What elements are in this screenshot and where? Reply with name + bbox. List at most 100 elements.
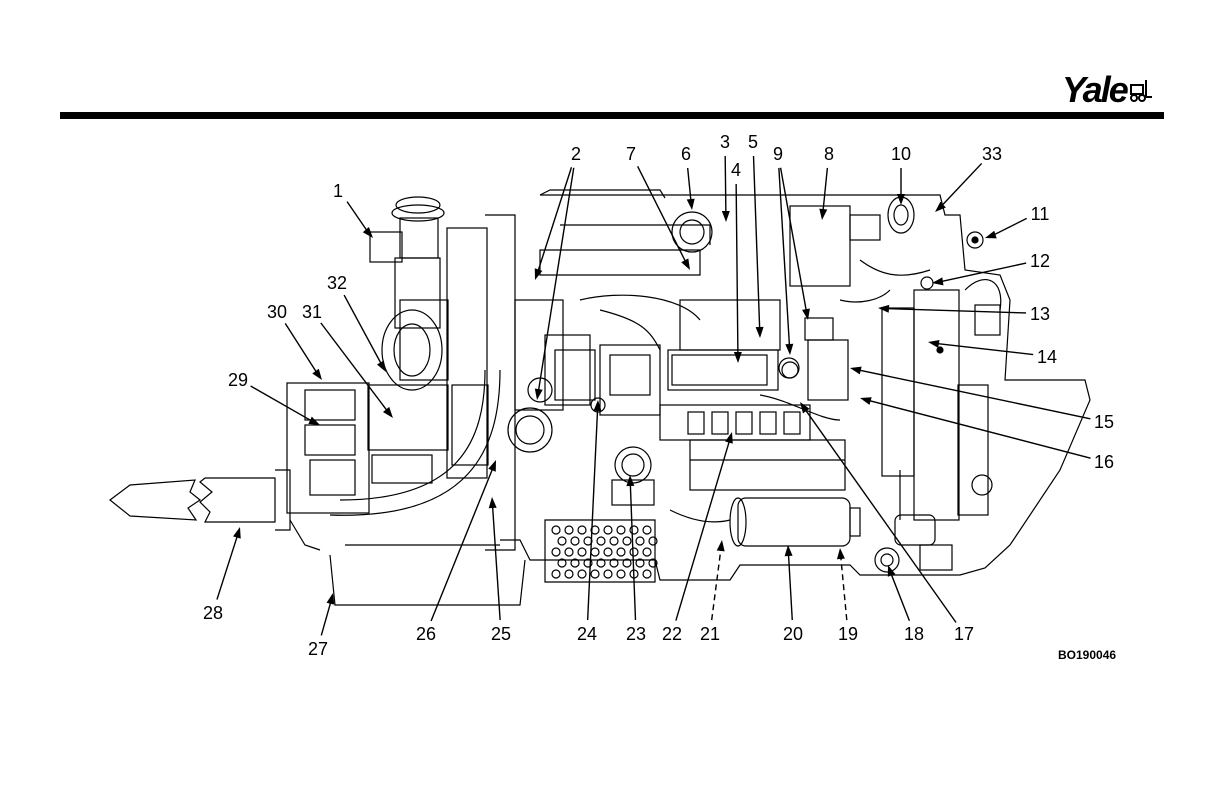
- callout-leader-1: [347, 202, 368, 232]
- callout-leader-2: [538, 168, 573, 392]
- callout-leader-12: [940, 263, 1026, 282]
- callout-arrowhead-32: [377, 360, 386, 372]
- callout-label-25: 25: [491, 624, 511, 644]
- callout-label-5: 5: [748, 132, 758, 152]
- plate-hole: [578, 548, 586, 556]
- callout-label-16: 16: [1094, 452, 1114, 472]
- callout-label-2: 2: [571, 144, 581, 164]
- plate-hole: [565, 570, 573, 578]
- callout-arrowhead-2: [535, 268, 543, 280]
- callout-label-13: 13: [1030, 304, 1050, 324]
- callout-label-23: 23: [626, 624, 646, 644]
- plate-hole: [591, 548, 599, 556]
- plate-hole: [552, 548, 560, 556]
- plate-hole: [552, 570, 560, 578]
- callout-label-10: 10: [891, 144, 911, 164]
- plate-hole: [565, 526, 573, 534]
- callout-label-15: 15: [1094, 412, 1114, 432]
- callout-leader-25: [493, 505, 501, 620]
- callout-arrowhead-12: [932, 277, 943, 285]
- callout-leader-16: [868, 400, 1091, 458]
- callout-label-18: 18: [904, 624, 924, 644]
- callout-leader-33: [941, 163, 982, 206]
- callout-arrowhead-11: [985, 231, 997, 239]
- callout-leader-31: [321, 323, 388, 412]
- callout-leader-32: [344, 295, 382, 365]
- callout-layer: 1276345981033111213141516171819202122232…: [203, 132, 1114, 659]
- callout-label-21: 21: [700, 624, 720, 644]
- callout-arrowhead-15: [850, 367, 862, 375]
- engine-drawing: [110, 190, 1090, 605]
- plate-hole: [591, 570, 599, 578]
- plate-hole: [565, 548, 573, 556]
- callout-leader-15: [858, 370, 1091, 419]
- callout-arrowhead-8: [819, 209, 827, 220]
- callout-label-28: 28: [203, 603, 223, 623]
- callout-label-26: 26: [416, 624, 436, 644]
- callout-arrowhead-4: [734, 352, 742, 363]
- callout-label-31: 31: [302, 302, 322, 322]
- plate-hole: [630, 526, 638, 534]
- perforated-plate: [545, 520, 657, 582]
- callout-arrowhead-5: [756, 327, 764, 338]
- callout-arrowhead-9: [785, 344, 793, 355]
- figure-id: BO190046: [1058, 648, 1116, 662]
- callout-label-7: 7: [626, 144, 636, 164]
- callout-arrowhead-31: [383, 407, 393, 418]
- plate-hole: [571, 537, 579, 545]
- plate-hole: [610, 537, 618, 545]
- callout-label-27: 27: [308, 639, 328, 659]
- callout-leader-27: [321, 601, 331, 636]
- plate-hole: [643, 570, 651, 578]
- callout-label-33: 33: [982, 144, 1002, 164]
- callout-arrowhead-10: [897, 194, 905, 205]
- callout-label-30: 30: [267, 302, 287, 322]
- callout-leader-9: [781, 168, 807, 312]
- callout-label-32: 32: [327, 273, 347, 293]
- callout-label-9: 9: [773, 144, 783, 164]
- callout-arrowhead-13: [878, 305, 889, 313]
- plate-hole: [630, 548, 638, 556]
- callout-leader-22: [676, 440, 730, 621]
- callout-arrowhead-6: [687, 199, 695, 210]
- callout-label-6: 6: [681, 144, 691, 164]
- callout-leader-17: [805, 409, 957, 623]
- callout-arrowhead-20: [785, 545, 793, 556]
- plate-hole: [578, 570, 586, 578]
- callout-label-20: 20: [783, 624, 803, 644]
- callout-label-17: 17: [954, 624, 974, 644]
- callout-leader-23: [630, 483, 635, 620]
- callout-label-12: 12: [1030, 251, 1050, 271]
- callout-arrowhead-16: [860, 397, 872, 405]
- callout-label-29: 29: [228, 370, 248, 390]
- callout-leader-13: [886, 309, 1026, 313]
- plate-hole: [617, 526, 625, 534]
- callout-label-1: 1: [333, 181, 343, 201]
- plate-hole: [623, 537, 631, 545]
- callout-arrowhead-28: [233, 527, 241, 539]
- callout-label-8: 8: [824, 144, 834, 164]
- plate-hole: [604, 548, 612, 556]
- plate-hole: [578, 526, 586, 534]
- callout-label-14: 14: [1037, 347, 1057, 367]
- callout-arrowhead-27: [327, 593, 335, 605]
- callout-leader-26: [431, 467, 493, 620]
- callout-label-4: 4: [731, 160, 741, 180]
- plate-hole: [643, 548, 651, 556]
- callout-leader-11: [993, 218, 1027, 235]
- callout-arrowhead-21: [717, 540, 725, 551]
- plate-hole: [649, 537, 657, 545]
- plate-hole: [552, 526, 560, 534]
- callout-leader-14: [936, 343, 1033, 354]
- callout-leader-5: [754, 156, 760, 330]
- callout-leader-2: [538, 167, 572, 272]
- callout-leader-20: [788, 553, 792, 620]
- plate-hole: [617, 570, 625, 578]
- callout-label-3: 3: [720, 132, 730, 152]
- plate-hole: [604, 526, 612, 534]
- callout-arrowhead-26: [488, 460, 496, 472]
- callout-label-11: 11: [1031, 204, 1050, 224]
- callout-label-22: 22: [662, 624, 682, 644]
- callout-arrowhead-3: [722, 211, 730, 222]
